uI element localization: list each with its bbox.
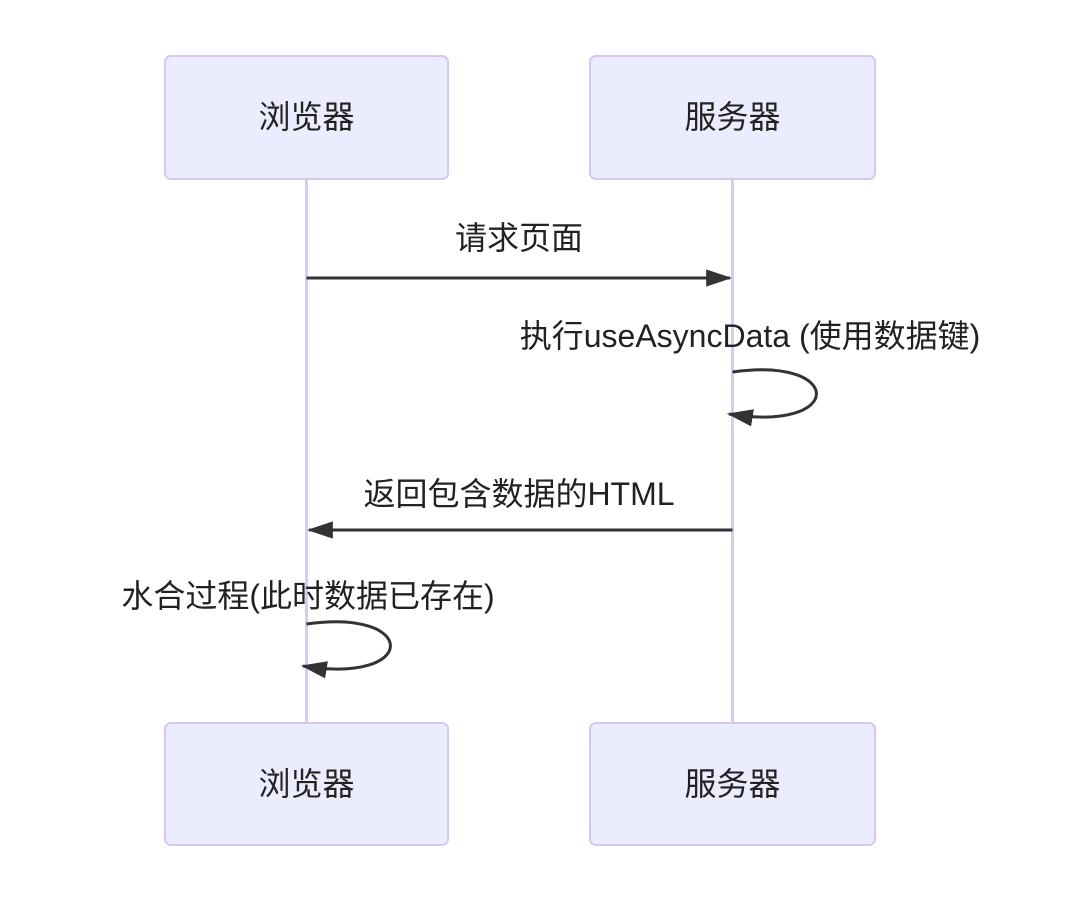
actor-box-server-top — [589, 55, 876, 180]
actor-box-server-bottom — [589, 722, 876, 846]
message-label-return-html: 返回包含数据的HTML — [363, 476, 674, 512]
actor-label-server-bottom: 服务器 — [684, 766, 780, 802]
self-loop-browser — [300, 620, 392, 679]
actor-label-browser-top: 浏览器 — [258, 99, 354, 135]
actor-label-server-top: 服务器 — [684, 99, 780, 135]
message-label-hydration: 水合过程(此时数据已存在) — [121, 578, 494, 614]
message-label-request-page: 请求页面 — [455, 220, 583, 256]
actor-box-browser-bottom — [164, 722, 449, 846]
actor-box-browser-top — [164, 55, 449, 180]
self-loop-server — [726, 368, 818, 427]
message-label-use-async-data: 执行useAsyncData (使用数据键) — [520, 318, 981, 354]
actor-label-browser-bottom: 浏览器 — [258, 766, 354, 802]
